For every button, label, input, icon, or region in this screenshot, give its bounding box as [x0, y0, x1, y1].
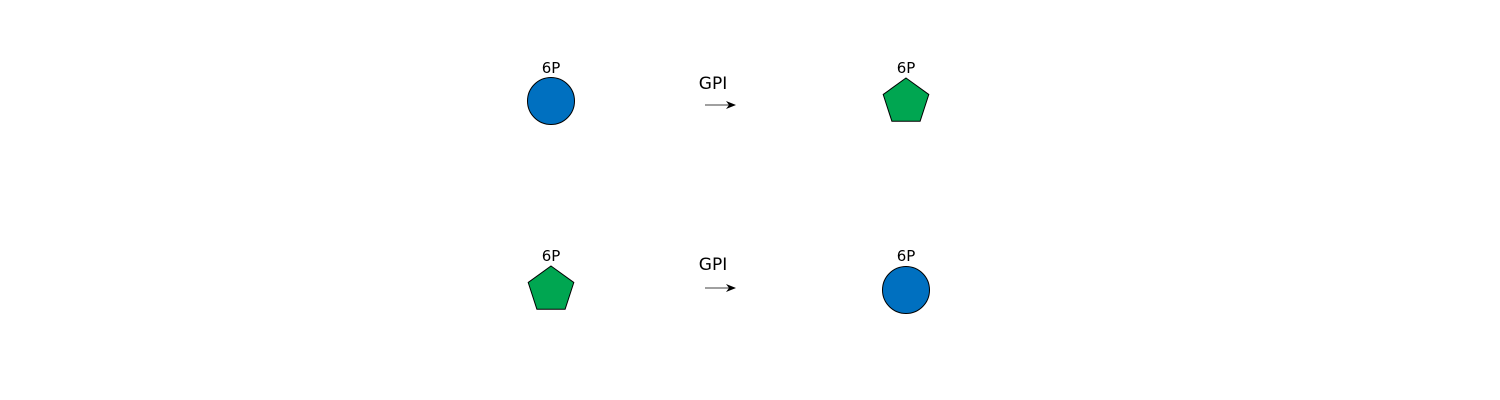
- product-node: 6P: [882, 247, 930, 314]
- green-pentagon-icon: [882, 77, 930, 122]
- substrate-modification-label: 6P: [542, 247, 561, 265]
- substrate-modification-label: 6P: [542, 59, 561, 77]
- green-pentagon-icon: [527, 265, 575, 310]
- substrate-node: 6P: [527, 59, 575, 125]
- product-modification-label: 6P: [897, 59, 916, 77]
- reaction-row-1: 6P GPI 6P: [527, 59, 930, 125]
- reaction-arrow: GPI: [699, 255, 736, 292]
- enzyme-label: GPI: [699, 74, 727, 94]
- reaction-arrow: GPI: [699, 74, 736, 109]
- reaction-row-2: 6P GPI 6P: [527, 247, 930, 314]
- blue-circle-icon: [882, 266, 930, 314]
- product-node: 6P: [882, 59, 930, 122]
- substrate-node: 6P: [527, 247, 575, 310]
- enzyme-label: GPI: [699, 255, 727, 275]
- product-modification-label: 6P: [897, 247, 916, 265]
- blue-circle-icon: [527, 77, 575, 125]
